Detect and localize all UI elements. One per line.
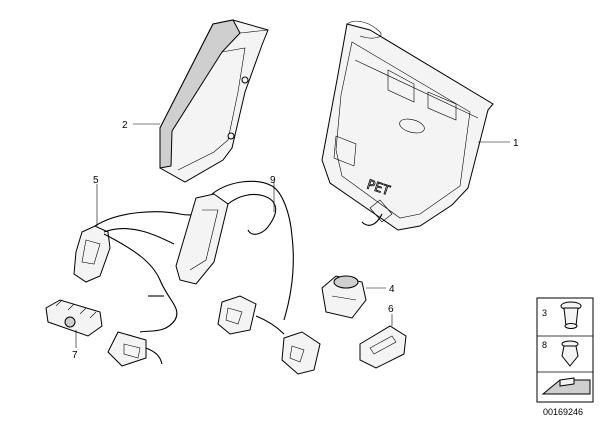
legend-box: 3 8 (536, 297, 594, 403)
callout-2: 2 (122, 120, 128, 131)
part-5-wiring-harness[interactable] (73, 195, 215, 367)
part-8-clip-icon[interactable] (561, 340, 579, 367)
callout-4: 4 (389, 284, 395, 295)
diagram-number: 00169246 (543, 407, 583, 417)
part-3-grommet-icon[interactable] (560, 301, 582, 329)
part-6-control-unit[interactable] (359, 325, 407, 369)
part-4-sensor[interactable] (321, 275, 367, 319)
airbag-text: PET (365, 178, 392, 200)
legend-number-8: 8 (542, 340, 547, 350)
callout-6: 6 (388, 304, 394, 315)
part-9-side-airbag[interactable] (175, 180, 321, 375)
part-1-airbag-module[interactable]: PET (321, 20, 494, 231)
part-2-side-panel[interactable] (159, 19, 269, 183)
fastener-symbol-icon (541, 377, 591, 395)
legend-number-3: 3 (542, 308, 547, 318)
callout-5: 5 (93, 175, 99, 186)
part-7-connector[interactable] (45, 299, 103, 337)
callout-1: 1 (513, 138, 519, 149)
callout-9: 9 (270, 175, 276, 186)
callout-7: 7 (72, 350, 78, 361)
